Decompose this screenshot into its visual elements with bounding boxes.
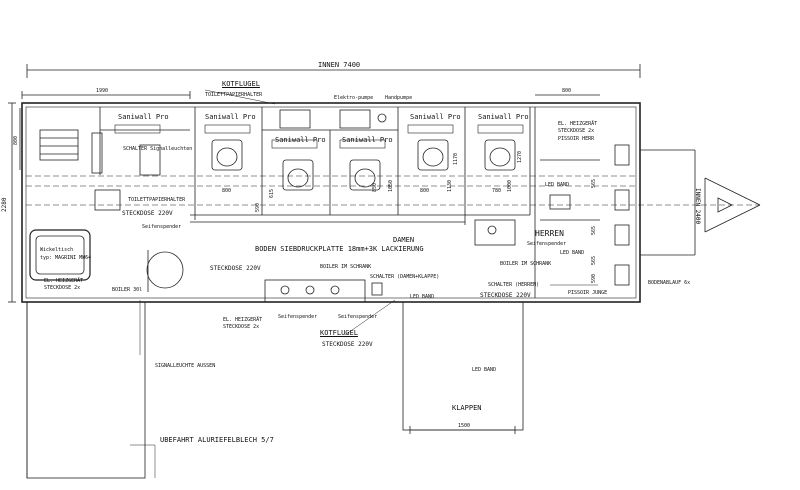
label-led-band-2: LED BAND [560, 250, 585, 256]
label-steckdose-220-right: STECKDOSE 220V [480, 292, 531, 299]
right-sink [474, 219, 516, 246]
label-saniwall-4: Saniwall Pro [342, 136, 393, 144]
label-dim-800-a: 800 [222, 188, 232, 194]
top-sinks [279, 109, 387, 129]
label-dim-1000: 1000 [507, 179, 513, 192]
label-pissoir-herr: PISSOIR HERR [558, 136, 595, 142]
label-led-band-4: LED BAND [472, 367, 497, 373]
label-dim-565-a: 565 [591, 178, 597, 188]
toilets [211, 139, 516, 191]
label-overall-width: 2280 [1, 197, 8, 212]
urinals [549, 144, 630, 286]
label-toilettenpapierhalter-left: TOILETTPAPIERHALTER [128, 197, 186, 203]
label-steckdose-2x-left: STECKDOSE 2x [44, 285, 81, 291]
label-steckdose-220-left: STECKDOSE 220V [122, 210, 173, 217]
label-herren: HERREN [535, 229, 564, 238]
center-cabinet [264, 279, 383, 303]
saniwall-frames [114, 124, 524, 149]
ramp [26, 301, 146, 479]
dimension-left-vertical [8, 102, 21, 303]
label-dim-590-b: 590 [591, 273, 597, 283]
label-saniwall-1: Saniwall Pro [118, 113, 169, 121]
label-toilettenpapierhalter-top: TOILETTPAPIERHALTER [205, 92, 263, 98]
label-damen: DAMEN [393, 236, 415, 244]
label-signalleuchte: SIGNALLEUCHTE AUSSEN [155, 363, 216, 369]
label-el-heizgeraet-top: EL. HEIZGERÄT [558, 121, 598, 127]
label-schalter-herren: SCHALTER (HERREN) [488, 282, 540, 288]
label-saniwall-6: Saniwall Pro [478, 113, 529, 121]
label-dim-780: 780 [492, 188, 502, 194]
leader-lines [130, 89, 598, 478]
label-schalter-signalleuchten: SCHALTER Signalleuchten [123, 146, 193, 152]
label-led-band-1: LED BAND [545, 182, 570, 188]
label-overall-length: INNEN 7400 [318, 61, 361, 69]
center-lines [26, 175, 760, 206]
label-dim-800-left: 800 [13, 135, 19, 145]
label-dim-1270: 1270 [517, 150, 523, 163]
label-saniwall-3: Saniwall Pro [275, 136, 326, 144]
label-dim-565-c: 565 [591, 255, 597, 265]
label-steckdose-2x-top: STECKDOSE 2x [558, 128, 595, 134]
changing-table [29, 229, 91, 281]
label-steckdose-2x-bottom: STECKDOSE 2x [223, 324, 260, 330]
label-dim-1990: 1990 [96, 88, 109, 94]
label-boden: BODEN SIEBDRUCKPLATTE 18mm+3K LACKIERUNG [255, 245, 424, 253]
label-pissoir-junge: PISSOIR JUNGE [568, 290, 608, 296]
label-klappen: KLAPPEN [452, 404, 482, 412]
drawbar [640, 149, 761, 256]
label-seifenspender-bottom-1: Seifenspender [278, 314, 318, 320]
label-seifenspender-right: Seifenspender [527, 241, 567, 247]
label-seifenspender-bottom-2: Seifenspender [338, 314, 378, 320]
label-boiler-schrank-right: BOILER IM SCHRANK [500, 261, 552, 267]
label-elektro-pumpe: Elektro-pumpe [334, 95, 374, 101]
label-dim-1500: 1500 [458, 423, 471, 429]
label-dim-1170: 1170 [453, 152, 459, 165]
label-el-heizgeraet-left: EL. HEIZGERÄT [44, 278, 84, 284]
label-boiler-schrank-mid: BOILER IM SCHRANK [320, 264, 372, 270]
label-wickeltisch-2: typ: MAGRINI MW64 [40, 255, 92, 261]
label-saniwall-2: Saniwall Pro [205, 113, 256, 121]
label-dim-565-b: 565 [591, 225, 597, 235]
label-boiler-30l: BOILER 30l [112, 287, 143, 293]
label-saniwall-5: Saniwall Pro [410, 113, 461, 121]
label-dim-615: 615 [269, 188, 275, 198]
label-dim-1130: 1130 [447, 179, 453, 192]
dimension-top-secondary [21, 91, 600, 99]
label-wickeltisch-1: Wickeltisch [40, 247, 74, 253]
label-led-band-3: LED BAND [410, 294, 435, 300]
boiler-left [146, 250, 184, 292]
label-dim-590: 590 [255, 202, 261, 212]
label-kotflugel-top: KOTFLUGEL [222, 80, 260, 88]
label-el-heizgeraet-bottom: EL. HEIZGERÄT [223, 317, 263, 323]
label-steckdose-220-bottom: STECKDOSE 220V [322, 341, 373, 348]
flap [402, 301, 524, 434]
label-inner-width: INNEN 2400 [694, 188, 701, 225]
label-seifenspender-left: Seifenspender [142, 224, 182, 230]
label-bodenablauf: BODENABLAUF 6x [648, 280, 691, 286]
label-schalter-damen-klappe: SCHALTER (DAMEN+KLAPPE) [370, 274, 440, 280]
label-dim-800-right: 800 [562, 88, 572, 94]
label-dim-850: 850 [372, 182, 378, 192]
label-dim-800-b: 800 [420, 188, 430, 194]
shower-area [39, 129, 161, 211]
trailer-body [21, 102, 641, 303]
label-ubefahrt: UBEFAHRT ALURIEFELBLECH 5/7 [160, 436, 274, 444]
label-steckdose-220-mid: STECKDOSE 220V [210, 265, 261, 272]
label-kotflugel-bottom: KOTFLUGEL [320, 329, 358, 337]
dimension-overall-length [26, 64, 641, 78]
label-dim-1050: 1050 [388, 179, 394, 192]
cabin-walls [99, 107, 600, 298]
label-handpumpe: Handpumpe [385, 95, 413, 101]
